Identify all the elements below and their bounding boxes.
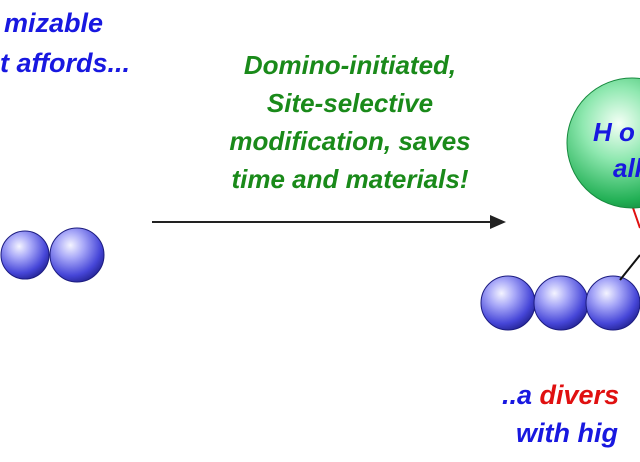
bubble-text-line2: alky <box>613 153 640 183</box>
bubble-tail <box>631 204 640 229</box>
arrow-label-line: time and materials! <box>231 164 469 194</box>
sphere <box>49 227 105 283</box>
bubble-text-line1: H o <box>593 117 635 147</box>
right-sphere-chain <box>480 275 640 331</box>
outcome-text-line1: ..a divers <box>502 380 619 411</box>
arrow-label-line: modification, saves <box>229 126 471 156</box>
sphere <box>480 275 536 331</box>
left-sphere-chain <box>0 227 105 283</box>
reaction-arrow <box>152 215 506 229</box>
linker-bond <box>619 254 640 281</box>
sphere <box>585 275 640 331</box>
outcome-prefix: ..a <box>502 380 540 410</box>
sphere <box>533 275 589 331</box>
arrow-label-line: Domino-initiated, <box>243 50 457 80</box>
intro-text-line2: t affords... <box>0 48 131 78</box>
intro-text-line1: mizable <box>4 8 104 38</box>
outcome-highlight: divers <box>539 380 620 410</box>
sphere <box>0 230 50 280</box>
arrow-label: Domino-initiated, Site-selective modific… <box>160 46 540 198</box>
substituent-bubble <box>566 77 640 209</box>
outcome-text-line2: with hig <box>516 418 618 448</box>
arrow-label-line: Site-selective <box>266 88 434 118</box>
